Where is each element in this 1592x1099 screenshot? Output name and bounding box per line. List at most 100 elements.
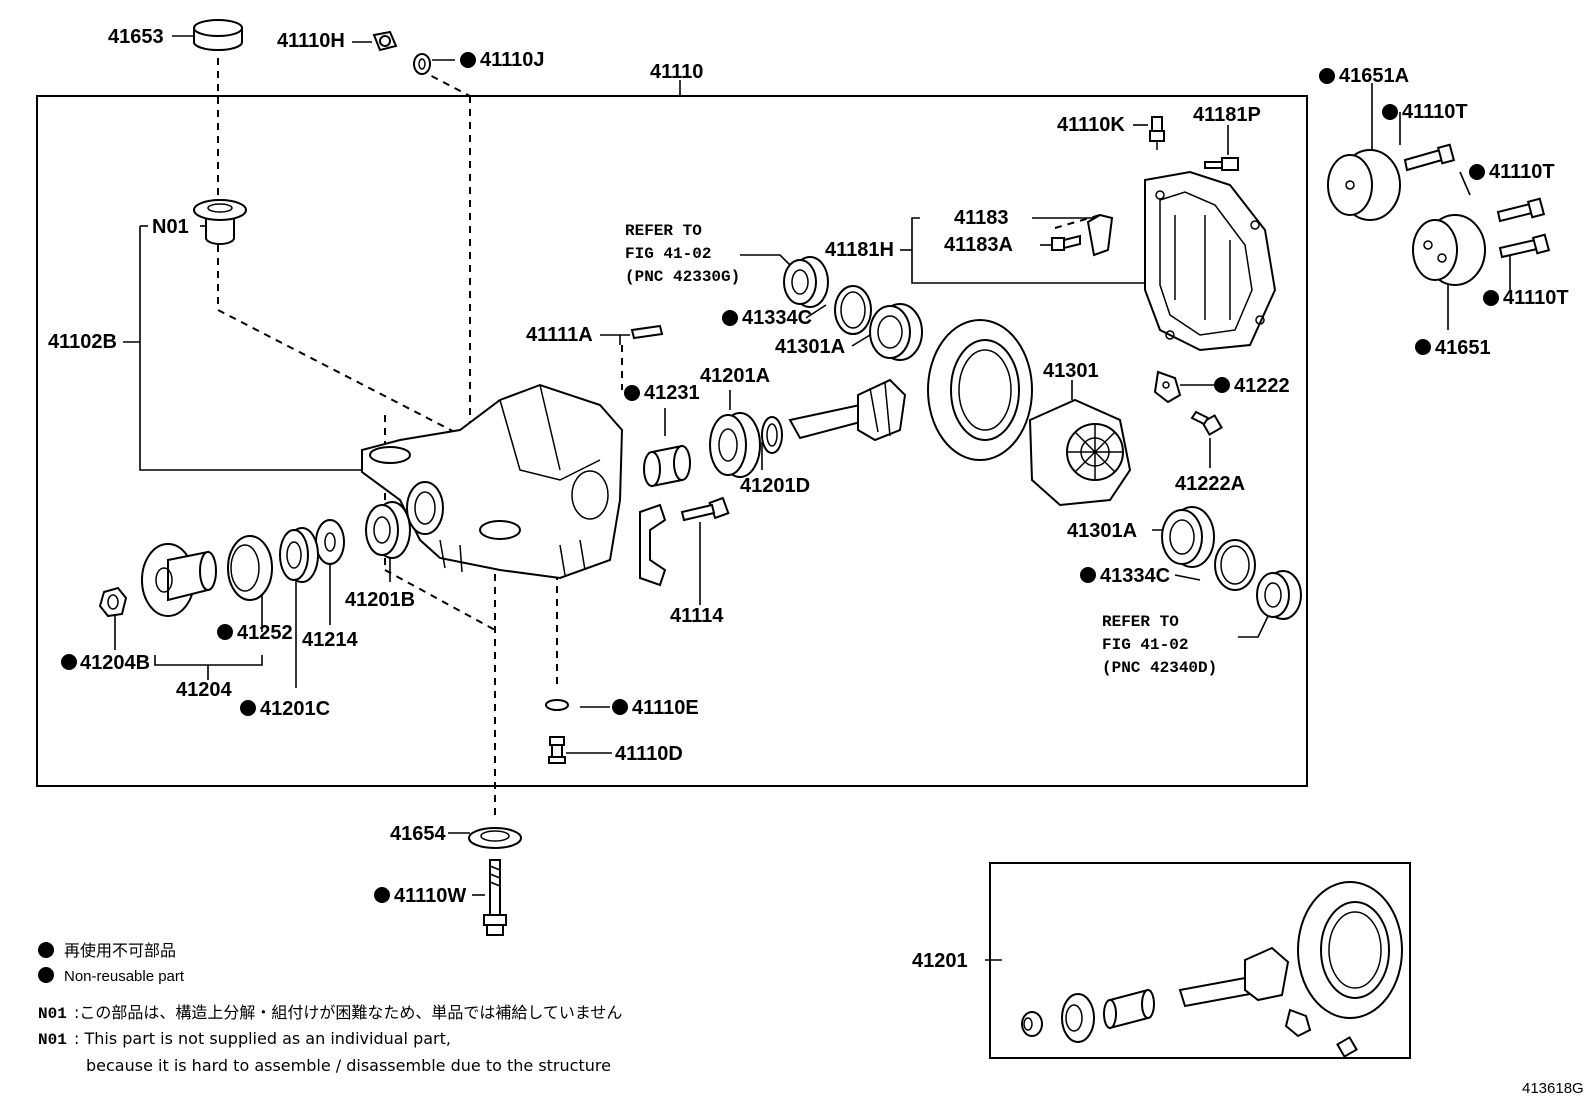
label-41110E: 41110E — [632, 697, 699, 719]
n01-tag-en: N01 — [38, 1031, 67, 1049]
label-41201C: 41201C — [260, 698, 330, 720]
label-41110T-c: 41110T — [1503, 287, 1569, 309]
label-41651: 41651 — [1435, 337, 1491, 359]
stopper-41654-drawing — [468, 827, 522, 849]
cushion-41651-drawing — [1412, 214, 1486, 286]
label-41201A: 41201A — [700, 365, 770, 387]
bearing-41201B-drawing — [365, 501, 411, 559]
svg-text:REFER TO: REFER TO — [625, 222, 702, 240]
label-41334C-bottom: 41334C — [1100, 565, 1170, 587]
svg-text:(PNC 42330G): (PNC 42330G) — [625, 268, 740, 286]
label-41201B: 41201B — [345, 589, 415, 611]
label-41110T-b: 41110T — [1489, 161, 1555, 183]
label-41111A: 41111A — [526, 324, 593, 346]
label-41110T-a: 41110T — [1402, 101, 1468, 123]
mount-41653-drawing — [193, 19, 243, 51]
label-41181H: 41181H — [825, 239, 894, 261]
bearing-41301A-bottom-drawing — [1161, 506, 1215, 568]
label-41110D: 41110D — [615, 743, 683, 765]
label-41183A: 41183A — [944, 234, 1013, 256]
washer-41334C-top-drawing — [834, 285, 872, 335]
n01-note-english-1: : This part is not supplied as an indivi… — [74, 1029, 451, 1048]
label-41653: 41653 — [108, 26, 164, 48]
label-41110W: 41110W — [394, 885, 466, 907]
label-41110K: 41110K — [1057, 114, 1125, 136]
label-41110H: 41110H — [277, 30, 345, 52]
label-41201D: 41201D — [740, 475, 810, 497]
label-41204: 41204 — [176, 679, 232, 701]
spacer-41231-drawing — [643, 444, 691, 488]
bolt-41110W-drawing — [483, 859, 507, 936]
label-41110: 41110 — [650, 61, 703, 83]
washer-41334C-bottom-drawing — [1214, 539, 1256, 591]
svg-text:FIG 41-02: FIG 41-02 — [1102, 636, 1188, 654]
bearing-41201A-drawing — [709, 412, 761, 478]
bolt-41110T-c-drawing — [1498, 233, 1551, 259]
label-41301A-bottom: 41301A — [1067, 520, 1137, 542]
cushion-41651A-drawing — [1327, 149, 1401, 221]
n01-note-english-2: because it is hard to assemble / disasse… — [86, 1056, 611, 1075]
assembly-41110-frame — [36, 95, 1308, 787]
label-N01: N01 — [152, 216, 189, 238]
label-41301: 41301 — [1043, 360, 1099, 382]
drive-pinion-drawing — [788, 378, 907, 442]
flange-41204-drawing — [141, 543, 217, 617]
svg-text:REFER TO: REFER TO — [1102, 613, 1179, 631]
pin-41111A-drawing — [630, 324, 664, 340]
diff-case-41301-drawing — [1028, 398, 1132, 507]
svg-text:FIG 41-02: FIG 41-02 — [625, 245, 711, 263]
gasket-41110E-drawing — [545, 699, 569, 711]
label-41301A-top: 41301A — [775, 336, 845, 358]
kit-41201-contents-drawing — [1021, 881, 1403, 1058]
bearing-cap-drawing — [639, 503, 667, 587]
plug-41110D-drawing — [548, 736, 566, 764]
oil-seal-top-drawing — [783, 256, 829, 308]
label-41222: 41222 — [1234, 375, 1290, 397]
ring-41201D-drawing — [761, 416, 783, 454]
label-41231: 41231 — [644, 382, 700, 404]
label-41110J: 41110J — [480, 49, 545, 71]
ring-gear-drawing — [927, 319, 1033, 461]
label-41114: 41114 — [670, 605, 724, 627]
label-41334C-top: 41334C — [742, 307, 812, 329]
gasket-41110J-drawing — [413, 53, 431, 75]
deflector-41252-drawing — [227, 535, 273, 601]
n01-tag-jp: N01 — [38, 1005, 67, 1023]
plate-41183-drawing — [1086, 213, 1114, 257]
cap-41110H-drawing — [372, 30, 398, 52]
bearing-41301A-top-drawing — [869, 303, 923, 361]
seal-41201C-drawing — [279, 527, 319, 583]
label-41651A: 41651A — [1339, 65, 1409, 87]
label-41102B: 41102B — [48, 331, 117, 353]
label-41222A: 41222A — [1175, 473, 1245, 495]
non-reusable-markers — [38, 52, 1499, 983]
differential-carrier-drawing — [361, 383, 624, 580]
nut-41204B-drawing — [98, 586, 128, 618]
svg-text:(PNC 42340D): (PNC 42340D) — [1102, 659, 1217, 677]
bolt-41181P-drawing — [1204, 157, 1239, 171]
oil-seal-bottom-drawing — [1256, 570, 1302, 620]
lock-41222-drawing — [1153, 370, 1182, 404]
label-41201: 41201 — [912, 950, 968, 972]
mount-N01-drawing — [193, 199, 247, 245]
label-41214: 41214 — [302, 629, 358, 651]
label-41204B: 41204B — [80, 652, 150, 674]
n01-note-japanese: :この部品は、構造上分解・組付けが困難なため、単品では補給していません — [74, 1003, 622, 1022]
bolt-41114-drawing — [680, 496, 730, 522]
legend-japanese: 再使用不可部品 — [64, 941, 176, 960]
refer-to-top: REFER TO FIG 41-02 (PNC 42330G) — [625, 222, 740, 286]
bolt-41110T-b-drawing — [1496, 197, 1546, 223]
label-41654: 41654 — [390, 823, 446, 845]
breather-41110K-drawing — [1149, 116, 1165, 150]
figure-code: 413618G — [1522, 1080, 1584, 1097]
bolt-41222A-drawing — [1190, 410, 1223, 436]
label-41181P: 41181P — [1193, 104, 1261, 126]
washer-41214-drawing — [315, 519, 345, 565]
bolt-41183A-drawing — [1051, 234, 1081, 251]
legend-english: Non-reusable part — [64, 968, 185, 985]
carrier-cover-drawing — [1144, 170, 1277, 352]
label-41252: 41252 — [237, 622, 293, 644]
bolt-41110T-a-drawing — [1403, 143, 1456, 172]
label-41183: 41183 — [954, 207, 1009, 229]
